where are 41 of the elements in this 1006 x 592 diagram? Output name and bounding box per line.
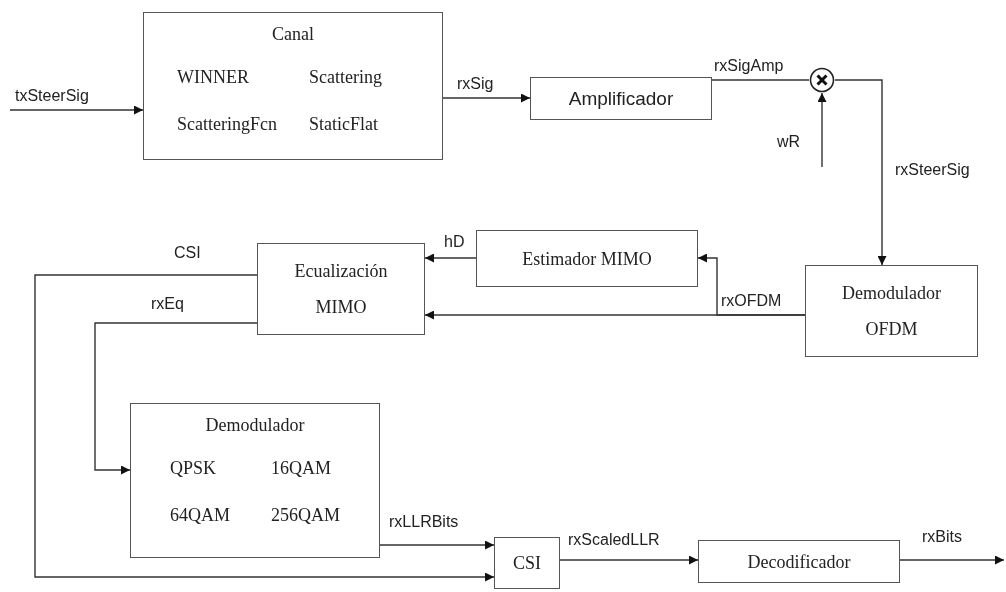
mode-label: 256QAM (271, 504, 340, 527)
box-label: Estimador MIMO (522, 247, 652, 271)
arrow (559, 555, 699, 565)
box-label: Ecualización MIMO (293, 260, 389, 319)
box-label: Decodificador (747, 550, 851, 574)
box-label: Demodulador OFDM (841, 282, 942, 341)
mode-label: StaticFlat (309, 113, 378, 136)
arrow (34, 274, 495, 582)
process-box (143, 12, 443, 160)
process-box (530, 77, 712, 120)
box-label: CSI (513, 552, 541, 575)
mode-label: 16QAM (271, 457, 331, 480)
arrow (94, 322, 258, 475)
arrow (697, 253, 806, 316)
arrow (9, 105, 144, 115)
mode-label: Scattering (309, 66, 382, 89)
arrow (899, 555, 1005, 565)
edge-label: rxSteerSig (894, 160, 971, 180)
process-box (476, 230, 698, 287)
process-box (130, 403, 380, 558)
box-title: Demodulador (205, 414, 305, 437)
edge-label: rxEq (150, 294, 185, 314)
arrow (817, 92, 827, 168)
mode-label: WINNER (177, 66, 249, 89)
box-title: Canal (272, 23, 314, 46)
process-box (257, 243, 425, 335)
arrow (379, 540, 495, 550)
arrow (442, 93, 531, 103)
process-box (698, 540, 900, 583)
multiplier-symbol (809, 67, 835, 93)
process-box (494, 537, 560, 589)
box-label: Amplificador (568, 86, 674, 111)
process-box (805, 265, 978, 357)
mode-label: QPSK (170, 457, 216, 480)
edge-label: rxSig (456, 74, 495, 94)
edge-label: txSteerSig (14, 86, 90, 106)
edge-label: rxSigAmp (713, 56, 785, 76)
mode-label: ScatteringFcn (177, 113, 277, 136)
mode-label: 64QAM (170, 504, 230, 527)
arrow (424, 253, 477, 263)
arrow (834, 79, 887, 266)
